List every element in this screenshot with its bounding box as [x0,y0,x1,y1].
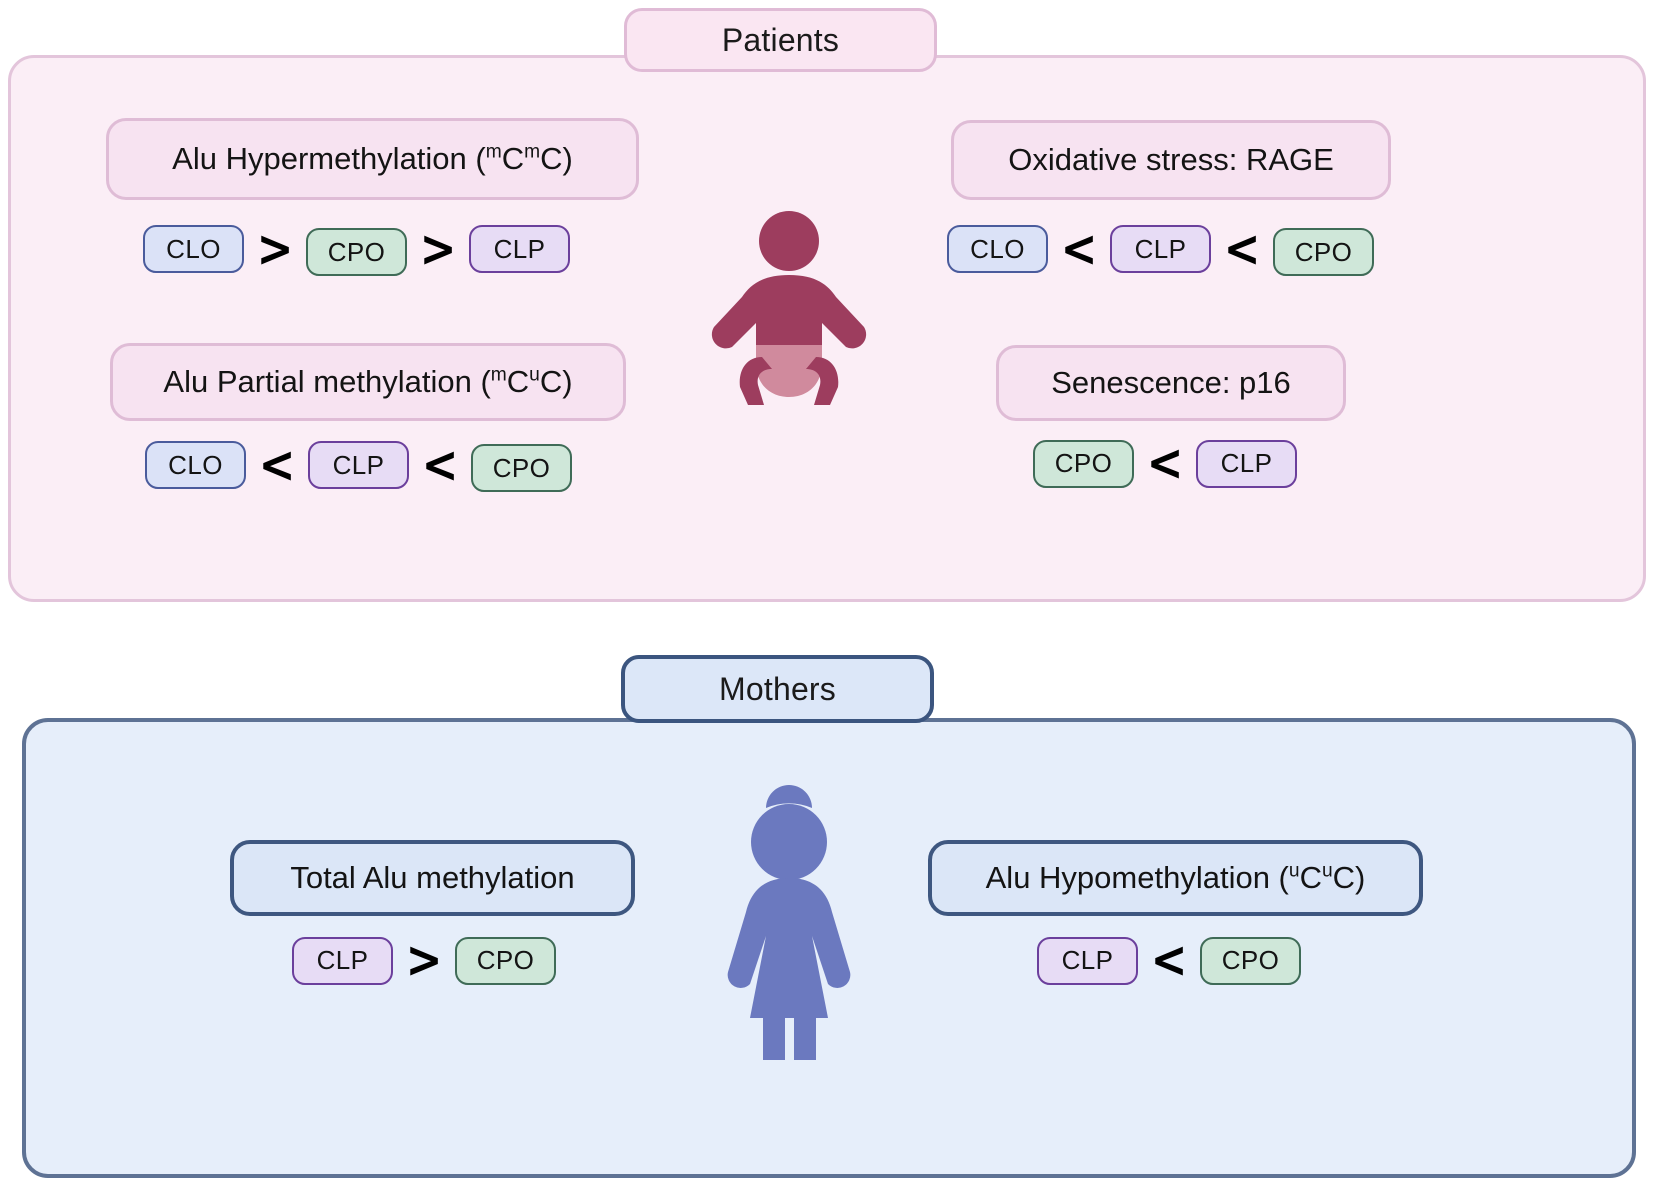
chip-clp[interactable]: CLP [1110,225,1211,273]
chip-cpo[interactable]: CPO [1033,439,1134,488]
alu-hypomethylation-label: Alu Hypomethylation (uCuC) [928,840,1423,916]
chip-clp[interactable]: CLP [292,936,393,985]
operator-less-than: < [1150,931,1188,990]
operator-less-than: < [1223,219,1261,279]
oxidative-stress-text: Oxidative stress: RAGE [1008,141,1334,177]
operator-less-than: < [1146,434,1184,493]
woman-icon [706,760,871,1060]
comparison-row-total-alu-methylation: CLP > CPO [292,931,556,990]
chip-clp[interactable]: CLP [1196,439,1297,488]
chip-cpo[interactable]: CPO [455,936,556,985]
comparison-row-oxidative-stress: CLO < CLP < CPO [947,219,1374,279]
operator-less-than: < [1060,219,1098,279]
comparison-row-hypermethylation: CLO > CPO > CLP [143,219,570,279]
alu-hypermethylation-label: Alu Hypermethylation (mCmC) [106,118,639,200]
chip-clo[interactable]: CLO [947,225,1048,273]
operator-greater-than: > [256,219,294,279]
senescence-text: Senescence: p16 [1051,364,1291,400]
alu-partial-methylation-text: Alu Partial methylation (mCuC) [163,363,573,399]
baby-icon [704,205,874,405]
alu-partial-methylation-label: Alu Partial methylation (mCuC) [110,343,626,421]
alu-hypomethylation-text: Alu Hypomethylation (uCuC) [985,859,1366,895]
senescence-label: Senescence: p16 [996,345,1346,421]
comparison-row-alu-hypomethylation: CLP < CPO [1037,931,1301,990]
chip-cpo[interactable]: CPO [306,228,407,276]
chip-cpo[interactable]: CPO [471,444,572,492]
chip-clo[interactable]: CLO [143,225,244,273]
total-alu-methylation-text: Total Alu methylation [290,859,575,895]
chip-cpo[interactable]: CPO [1200,936,1301,985]
chip-clp[interactable]: CLP [469,225,570,273]
alu-hypermethylation-text: Alu Hypermethylation (mCmC) [172,140,573,176]
patients-panel-title: Patients [624,8,937,72]
operator-greater-than: > [419,219,457,279]
comparison-row-partial-methylation: CLO < CLP < CPO [145,435,572,495]
operator-greater-than: > [405,931,443,990]
operator-less-than: < [421,435,459,495]
total-alu-methylation-label: Total Alu methylation [230,840,635,916]
mothers-panel-title: Mothers [621,655,934,723]
chip-cpo[interactable]: CPO [1273,228,1374,276]
chip-clo[interactable]: CLO [145,441,246,489]
comparison-row-senescence: CPO < CLP [1033,434,1297,493]
oxidative-stress-label: Oxidative stress: RAGE [951,120,1391,200]
operator-less-than: < [258,435,296,495]
chip-clp[interactable]: CLP [308,441,409,489]
chip-clp[interactable]: CLP [1037,936,1138,985]
